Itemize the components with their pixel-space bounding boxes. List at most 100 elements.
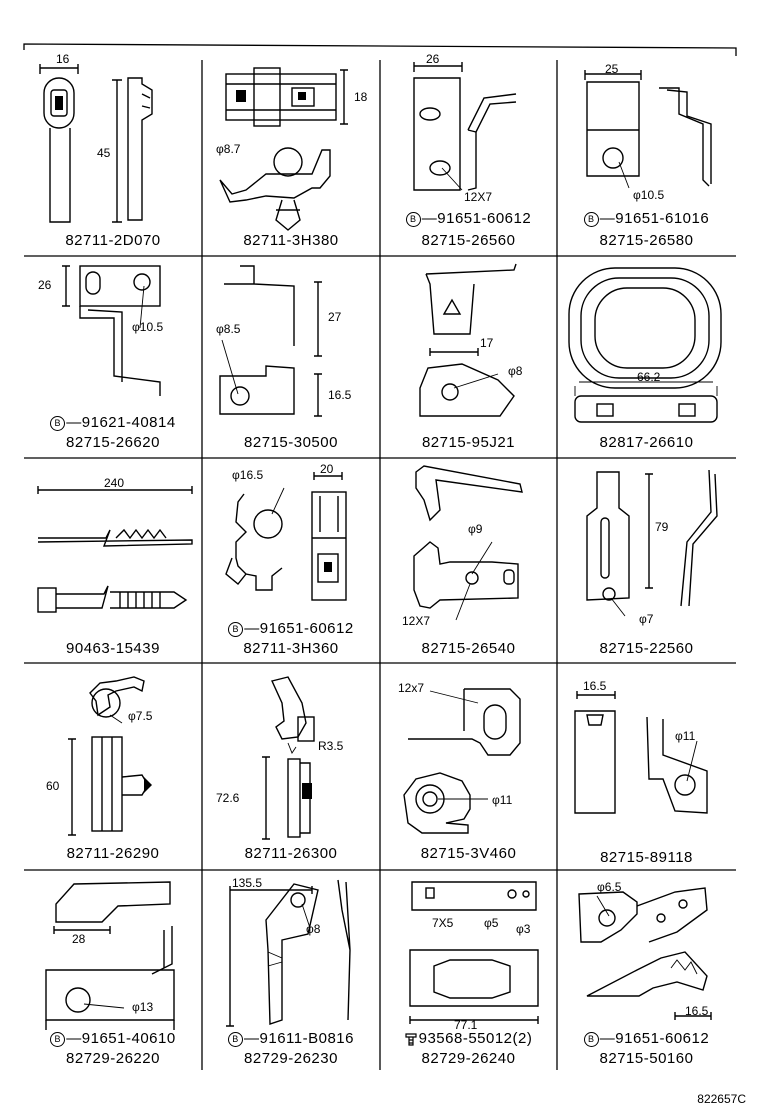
dim-label: 12X7 xyxy=(464,190,493,204)
part-cell: 240 90463-15439 xyxy=(24,458,202,663)
part-cell: 17 φ8 82715-95J21 xyxy=(380,256,557,458)
dim-label: 77.1 xyxy=(454,1018,478,1032)
dim-label: 16.5 xyxy=(685,1004,709,1018)
fastener-part-label: 91651-40610 xyxy=(81,1030,176,1047)
dim-label: 27 xyxy=(328,310,342,324)
part-number: 82715-89118 xyxy=(600,849,693,866)
clip-illustration xyxy=(262,676,315,840)
clip-connector-illustration xyxy=(219,67,348,231)
dim-label: φ16.5 xyxy=(232,468,264,482)
part-number: 82711-26290 xyxy=(66,845,160,862)
dim-label: 18 xyxy=(354,90,368,104)
dim-label: φ7 xyxy=(639,612,654,626)
part-number: 82715-26540 xyxy=(421,640,516,657)
dim-label: 16.5 xyxy=(328,388,352,402)
dim-label: φ10.5 xyxy=(132,320,164,334)
fastener-number: B—91621-40814 xyxy=(24,414,202,431)
fastener-number: B—91651-40610 xyxy=(24,1030,202,1047)
bolt-symbol-icon: B xyxy=(228,1031,244,1047)
part-number: 90463-15439 xyxy=(66,640,160,657)
fastener-part-label: 93568-55012(2) xyxy=(418,1030,533,1047)
dim-label: φ11 xyxy=(492,793,513,807)
fastener-number: B—91651-61016 xyxy=(557,210,736,227)
part-number: 82729-26230 xyxy=(244,1050,338,1067)
fastener-part-label: 91621-40814 xyxy=(81,414,176,431)
dim-label: 45 xyxy=(97,146,111,160)
part-cell: R3.5 72.6 82711-26300 xyxy=(202,663,380,870)
dim-label: φ3 xyxy=(516,922,531,936)
bolt-symbol-icon: B xyxy=(583,1031,599,1047)
dim-label: 135.5 xyxy=(232,876,263,890)
part-number: 82715-50160 xyxy=(599,1050,694,1067)
dim-label: 12x7 xyxy=(398,681,425,695)
part-number: 82715-95J21 xyxy=(421,434,516,451)
dim-label: 20 xyxy=(320,462,334,476)
dim-label: φ8.5 xyxy=(216,322,241,336)
grommet-illustration xyxy=(568,267,722,423)
dim-label: 60 xyxy=(46,779,60,793)
part-number: 82711-3H380 xyxy=(243,232,339,249)
bracket-illustration xyxy=(413,465,523,621)
dim-label: φ8 xyxy=(508,364,523,378)
fastener-number: 93568-55012(2) xyxy=(380,1030,557,1047)
part-number: 82711-26300 xyxy=(244,845,338,862)
bracket-illustration xyxy=(403,688,521,834)
part-number: 82715-26580 xyxy=(599,232,694,249)
dim-label: 28 xyxy=(72,932,86,946)
cable-tie-illustration xyxy=(37,486,193,613)
bolt-symbol-icon: B xyxy=(50,415,66,431)
part-cell: 26 φ10.5 B—91621-40814 82715-26620 xyxy=(24,256,202,458)
part-cell: 12x7 φ11 82715-3V460 xyxy=(380,663,557,870)
dim-label: 16 xyxy=(56,52,70,66)
dim-label: 26 xyxy=(38,278,52,292)
part-cell: 135.5 φ8 B—91611-B0816 82729-26230 xyxy=(202,870,380,1070)
dim-label: φ7.5 xyxy=(128,709,153,723)
part-cell: 28 φ13 B—91651-40610 82729-26220 xyxy=(24,870,202,1070)
dim-label: 26 xyxy=(426,52,440,66)
bracket-illustration xyxy=(45,881,175,1030)
dim-label: 79 xyxy=(655,520,669,534)
plate-illustration xyxy=(409,881,539,1024)
bracket-illustration xyxy=(226,879,351,1027)
dim-label: 12X7 xyxy=(402,614,431,628)
dim-label: φ13 xyxy=(132,1000,154,1014)
part-cell: 7X5 φ5 φ3 77.1 93568-55012(2) 82729-2624… xyxy=(380,870,557,1070)
dim-label: 17 xyxy=(480,336,494,350)
dim-label: 16.5 xyxy=(583,679,607,693)
fastener-number: B—91651-60612 xyxy=(380,210,557,227)
bracket-illustration xyxy=(574,691,708,814)
bracket-illustration xyxy=(62,265,161,396)
part-number: 82715-22560 xyxy=(599,640,694,657)
dim-label: φ5 xyxy=(484,916,499,930)
bracket-illustration xyxy=(586,469,718,617)
part-number: 82715-26560 xyxy=(421,232,516,249)
clip-oval-illustration xyxy=(39,64,153,223)
dim-label: 25 xyxy=(605,62,619,76)
dim-label: 240 xyxy=(104,476,125,490)
bolt-symbol-icon: B xyxy=(50,1031,66,1047)
fastener-part-label: 91651-60612 xyxy=(437,210,532,227)
dim-label: 72.6 xyxy=(216,791,240,805)
fastener-part-label: 91651-60612 xyxy=(259,620,354,637)
part-number: 82711-2D070 xyxy=(65,232,161,249)
part-cell: φ6.5 16.5 B—91651-60612 82715-50160 xyxy=(557,870,736,1070)
part-number: 82715-3V460 xyxy=(420,845,517,862)
dim-label: 66.2 xyxy=(637,370,661,384)
part-cell: 25 φ10.5 B—91651-61016 82715-26580 xyxy=(557,50,736,256)
part-number: 82729-26220 xyxy=(66,1050,160,1067)
dim-label: φ10.5 xyxy=(633,188,665,202)
bracket-illustration xyxy=(584,70,712,189)
part-cell: 18 φ8.7 82711-3H380 xyxy=(202,50,380,256)
dim-label: φ8 xyxy=(306,922,321,936)
top-border xyxy=(23,43,737,56)
dim-label: 7X5 xyxy=(432,916,454,930)
fastener-part-label: 91651-61016 xyxy=(615,210,710,227)
part-cell: 16 45 82711-2D070 xyxy=(24,50,202,256)
bracket-illustration xyxy=(413,62,517,191)
fastener-number: B—91651-60612 xyxy=(557,1030,736,1047)
fastener-number: B—91611-B0816 xyxy=(202,1030,380,1047)
bracket-illustration xyxy=(219,265,322,417)
part-number: 82715-30500 xyxy=(244,434,338,451)
